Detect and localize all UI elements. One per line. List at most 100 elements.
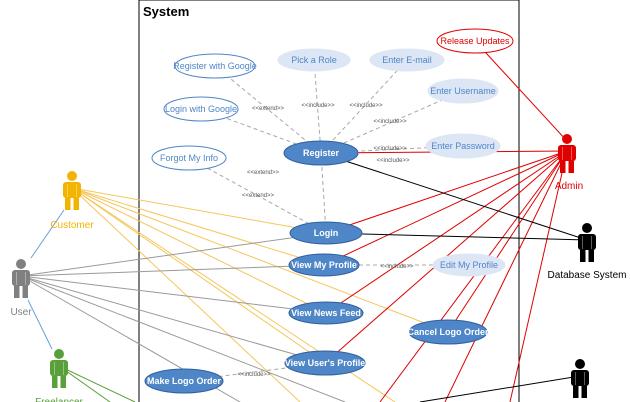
use-case-view-my-profile[interactable]: View My Profile bbox=[288, 253, 360, 277]
association-line bbox=[71, 187, 326, 364]
actor-label: Database System bbox=[548, 270, 627, 281]
association-line bbox=[325, 232, 588, 241]
generalization-line bbox=[30, 209, 65, 259]
association-line bbox=[20, 264, 325, 277]
use-case-ellipse[interactable] bbox=[369, 48, 445, 72]
association-line bbox=[71, 187, 449, 333]
stereotype-extend-label: <<extend>> bbox=[252, 106, 285, 112]
use-case-label: View User's Profile bbox=[285, 358, 366, 368]
association-line bbox=[320, 152, 588, 241]
relation-line bbox=[313, 59, 322, 154]
association-line bbox=[71, 187, 325, 266]
stereotype-labels: <<extend>> <<include>> <<include>> <<includ… bbox=[237, 103, 414, 378]
use-case-login-with-google[interactable]: Login with Google bbox=[163, 96, 239, 122]
actor-freelancer[interactable]: Freelancer bbox=[35, 349, 84, 402]
use-case-ellipse[interactable] bbox=[151, 145, 227, 171]
actor-admin[interactable]: Admin bbox=[555, 134, 583, 192]
stereotype-include-label: <<include>> bbox=[380, 264, 414, 270]
person-icon bbox=[571, 359, 589, 398]
person-icon bbox=[12, 259, 30, 298]
use-case-ellipse[interactable] bbox=[277, 48, 351, 72]
use-case-ellipse[interactable] bbox=[144, 368, 224, 394]
use-case-make-logo-order[interactable]: Make Logo Order bbox=[144, 368, 224, 394]
use-case-label: View My Profile bbox=[291, 260, 357, 270]
use-case-ellipse[interactable] bbox=[425, 133, 501, 159]
actor-unnamed[interactable] bbox=[571, 359, 589, 398]
use-case-label: Forgot My Info bbox=[160, 153, 218, 163]
relation-line bbox=[320, 152, 327, 234]
use-case-register-with-google[interactable]: Register with Google bbox=[173, 53, 257, 79]
actor-user[interactable]: User bbox=[10, 259, 32, 318]
use-case-release-updates[interactable]: Release Updates bbox=[436, 28, 514, 54]
system-boundary bbox=[138, 0, 520, 402]
use-case-ellipse[interactable] bbox=[163, 96, 239, 122]
use-case-ellipse[interactable] bbox=[408, 319, 488, 345]
stereotype-include-label: <<include>> bbox=[349, 103, 383, 109]
use-case-ellipse[interactable] bbox=[174, 53, 256, 79]
relation-line bbox=[320, 90, 464, 154]
use-case-register[interactable]: Register bbox=[283, 140, 359, 166]
use-case-forgot-my-info[interactable]: Forgot My Info bbox=[151, 145, 227, 171]
person-icon bbox=[578, 223, 596, 262]
stereotype-extend-label: <<extend>> bbox=[242, 193, 275, 199]
association-line bbox=[325, 150, 568, 234]
actor-customer[interactable]: Customer bbox=[50, 171, 94, 231]
use-case-enter-password[interactable]: Enter Password bbox=[425, 133, 501, 159]
association-line bbox=[20, 275, 327, 314]
use-case-ellipse[interactable] bbox=[289, 221, 363, 245]
stereotype-include-label: <<include>> bbox=[373, 119, 407, 125]
relation-line bbox=[188, 157, 327, 234]
association-line bbox=[20, 232, 327, 277]
use-case-label: Enter Password bbox=[431, 141, 495, 151]
stereotype-include-label: <<include>> bbox=[237, 372, 271, 378]
person-icon bbox=[50, 349, 68, 388]
association-line bbox=[71, 187, 327, 234]
association-line bbox=[509, 150, 568, 402]
use-case-label: Login bbox=[314, 228, 339, 238]
use-case-label: Register with Google bbox=[173, 61, 257, 71]
association-line bbox=[71, 187, 301, 402]
use-case-ellipse[interactable] bbox=[284, 350, 366, 376]
use-case-label: Cancel Logo Order bbox=[407, 327, 489, 337]
use-case-ellipse[interactable] bbox=[288, 253, 360, 277]
use-case-ellipse[interactable] bbox=[436, 28, 514, 54]
use-case-label: Edit My Profile bbox=[440, 260, 498, 270]
use-case-cancel-logo-order[interactable]: Cancel Logo Order bbox=[407, 319, 489, 345]
person-icon bbox=[63, 171, 81, 210]
use-case-ellipse[interactable] bbox=[432, 253, 506, 277]
use-case-label: Enter Username bbox=[430, 86, 496, 96]
system-title: System bbox=[143, 4, 189, 19]
association-line bbox=[419, 375, 581, 402]
association-line bbox=[58, 365, 136, 402]
association-line bbox=[447, 150, 568, 333]
association-line bbox=[20, 275, 346, 402]
association-lines bbox=[20, 40, 588, 402]
use-case-enter-e-mail[interactable]: Enter E-mail bbox=[369, 48, 445, 72]
stereotype-include-label: <<include>> bbox=[373, 146, 407, 152]
stereotype-extend-label: <<extend>> bbox=[247, 170, 280, 176]
person-icon bbox=[558, 134, 576, 173]
relation-line bbox=[320, 59, 408, 154]
association-line bbox=[379, 150, 568, 402]
use-case-view-user-s-profile[interactable]: View User's Profile bbox=[284, 350, 366, 376]
use-case-label: Register bbox=[303, 148, 340, 158]
actor-label: Freelancer bbox=[35, 397, 83, 402]
association-line bbox=[474, 40, 568, 142]
use-case-label: Make Logo Order bbox=[147, 376, 222, 386]
use-case-login[interactable]: Login bbox=[289, 221, 363, 245]
association-line bbox=[20, 275, 326, 364]
use-case-ellipse[interactable] bbox=[427, 78, 499, 104]
use-case-ellipses: Register with Google Pick a Role Enter E-m… bbox=[144, 28, 514, 394]
association-line bbox=[444, 150, 568, 402]
use-case-edit-my-profile[interactable]: Edit My Profile bbox=[432, 253, 506, 277]
actor-database-system[interactable]: Database System bbox=[548, 223, 627, 281]
use-case-label: Enter E-mail bbox=[382, 55, 432, 65]
use-case-ellipse[interactable] bbox=[283, 140, 359, 166]
use-case-view-news-feed[interactable]: View News Feed bbox=[288, 301, 364, 325]
use-case-pick-a-role[interactable]: Pick a Role bbox=[277, 48, 351, 72]
use-case-enter-username[interactable]: Enter Username bbox=[427, 78, 499, 104]
use-case-label: Release Updates bbox=[440, 36, 510, 46]
use-case-ellipse[interactable] bbox=[288, 301, 364, 325]
